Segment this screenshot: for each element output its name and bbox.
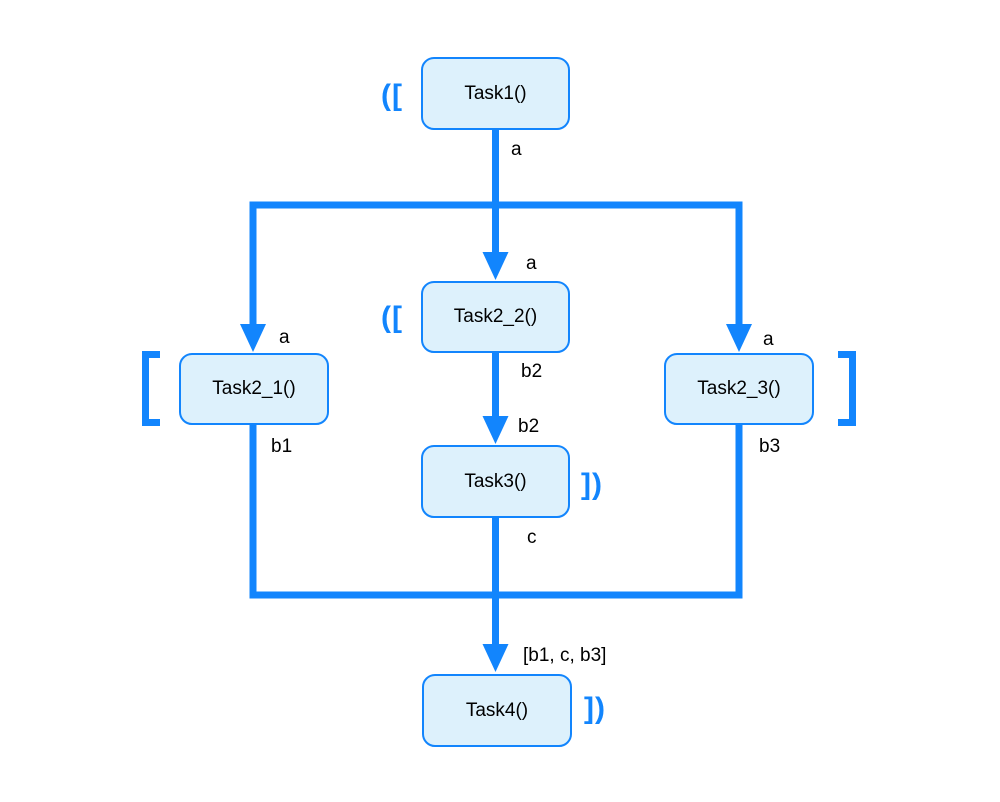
annotation-open-group-task1: ([ <box>381 79 403 112</box>
node-task4: Task4() <box>422 674 572 747</box>
arrowhead-task2-1-in <box>240 324 266 352</box>
edge-label-task3-out-c: c <box>525 527 539 549</box>
arrowhead-task2-2-in <box>482 252 509 280</box>
node-task2-3: Task2_3() <box>664 353 814 425</box>
edge-label-task2-2-out-b2: b2 <box>519 361 545 383</box>
left-square-bracket-icon <box>142 351 160 426</box>
arrowhead-task4-in <box>482 644 509 672</box>
annotation-open-group-task2-2: ([ <box>381 301 403 334</box>
node-task2-1: Task2_1() <box>179 353 329 425</box>
edge-label-task2-1-in-a: a <box>277 327 292 349</box>
edge-label-task4-in-list: [b1, c, b3] <box>521 645 609 667</box>
edge-label-task3-in-b2: b2 <box>516 416 542 438</box>
arrowhead-task3-in <box>482 416 509 444</box>
annotation-close-group-task3: ]) <box>581 468 603 501</box>
edge-label-task2-1-out-b1: b1 <box>269 436 295 458</box>
node-task3: Task3() <box>421 445 570 518</box>
edge-label-task2-3-out-b3: b3 <box>757 436 783 458</box>
edge-label-task1-out-a: a <box>509 139 524 161</box>
annotation-close-group-task4: ]) <box>584 692 606 725</box>
edge-label-task2-2-in-a: a <box>524 253 539 275</box>
right-square-bracket-icon <box>838 351 856 426</box>
node-task2-2: Task2_2() <box>421 281 570 353</box>
node-task1: Task1() <box>421 57 570 130</box>
arrowhead-task2-3-in <box>726 324 752 352</box>
edge-label-task2-3-in-a: a <box>761 329 776 351</box>
